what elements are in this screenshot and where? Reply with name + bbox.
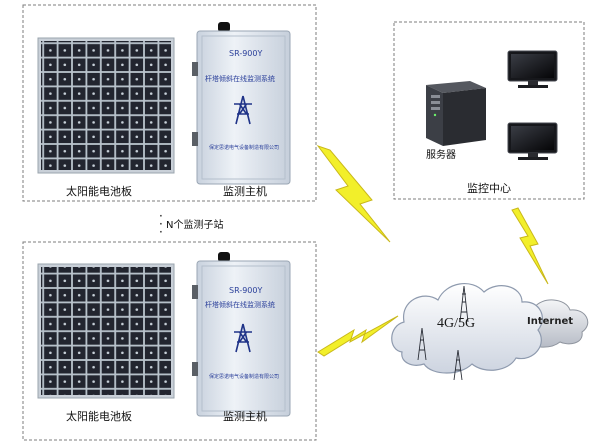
cloud-icon <box>391 283 543 374</box>
lightning-icon <box>316 145 391 243</box>
station-box-top <box>22 4 317 202</box>
monitoring-center-label: 监控中心 <box>467 182 511 195</box>
solar-panel-icon <box>37 263 175 399</box>
solar-panel-icon <box>37 37 175 174</box>
server-icon <box>426 81 486 146</box>
substations-note: N个监测子站 <box>166 220 224 231</box>
device-company: 保定思诺电气设备制造有限公司 <box>209 145 280 151</box>
device-model: SR-900Y <box>229 49 263 58</box>
internet-label: Internet <box>527 316 574 327</box>
device-company: 保定思诺电气设备制造有限公司 <box>209 374 280 380</box>
monitor-icon <box>507 50 558 88</box>
monitor-host-label: 监测主机 <box>223 185 267 198</box>
station-box-bottom <box>22 241 317 441</box>
lightning-icon <box>511 207 549 285</box>
ellipsis-dots: ··· <box>159 209 163 239</box>
cell-tower-icon <box>417 285 469 381</box>
lightning-icon <box>317 315 399 357</box>
monitoring-center-box <box>393 21 585 200</box>
solar-panel-label: 太阳能电池板 <box>66 185 132 198</box>
server-label: 服务器 <box>426 150 456 161</box>
monitor-host-label: 监测主机 <box>223 410 267 423</box>
cloud-label: 4G/5G <box>437 316 476 331</box>
solar-panel-label: 太阳能电池板 <box>66 410 132 423</box>
monitor-host-icon <box>192 252 291 417</box>
device-model: SR-900Y <box>229 286 263 295</box>
device-title: 杆塔倾斜在线监测系统 <box>205 75 275 83</box>
device-title: 杆塔倾斜在线监测系统 <box>205 301 275 309</box>
monitor-icon <box>507 122 558 160</box>
monitor-host-icon <box>192 22 291 185</box>
